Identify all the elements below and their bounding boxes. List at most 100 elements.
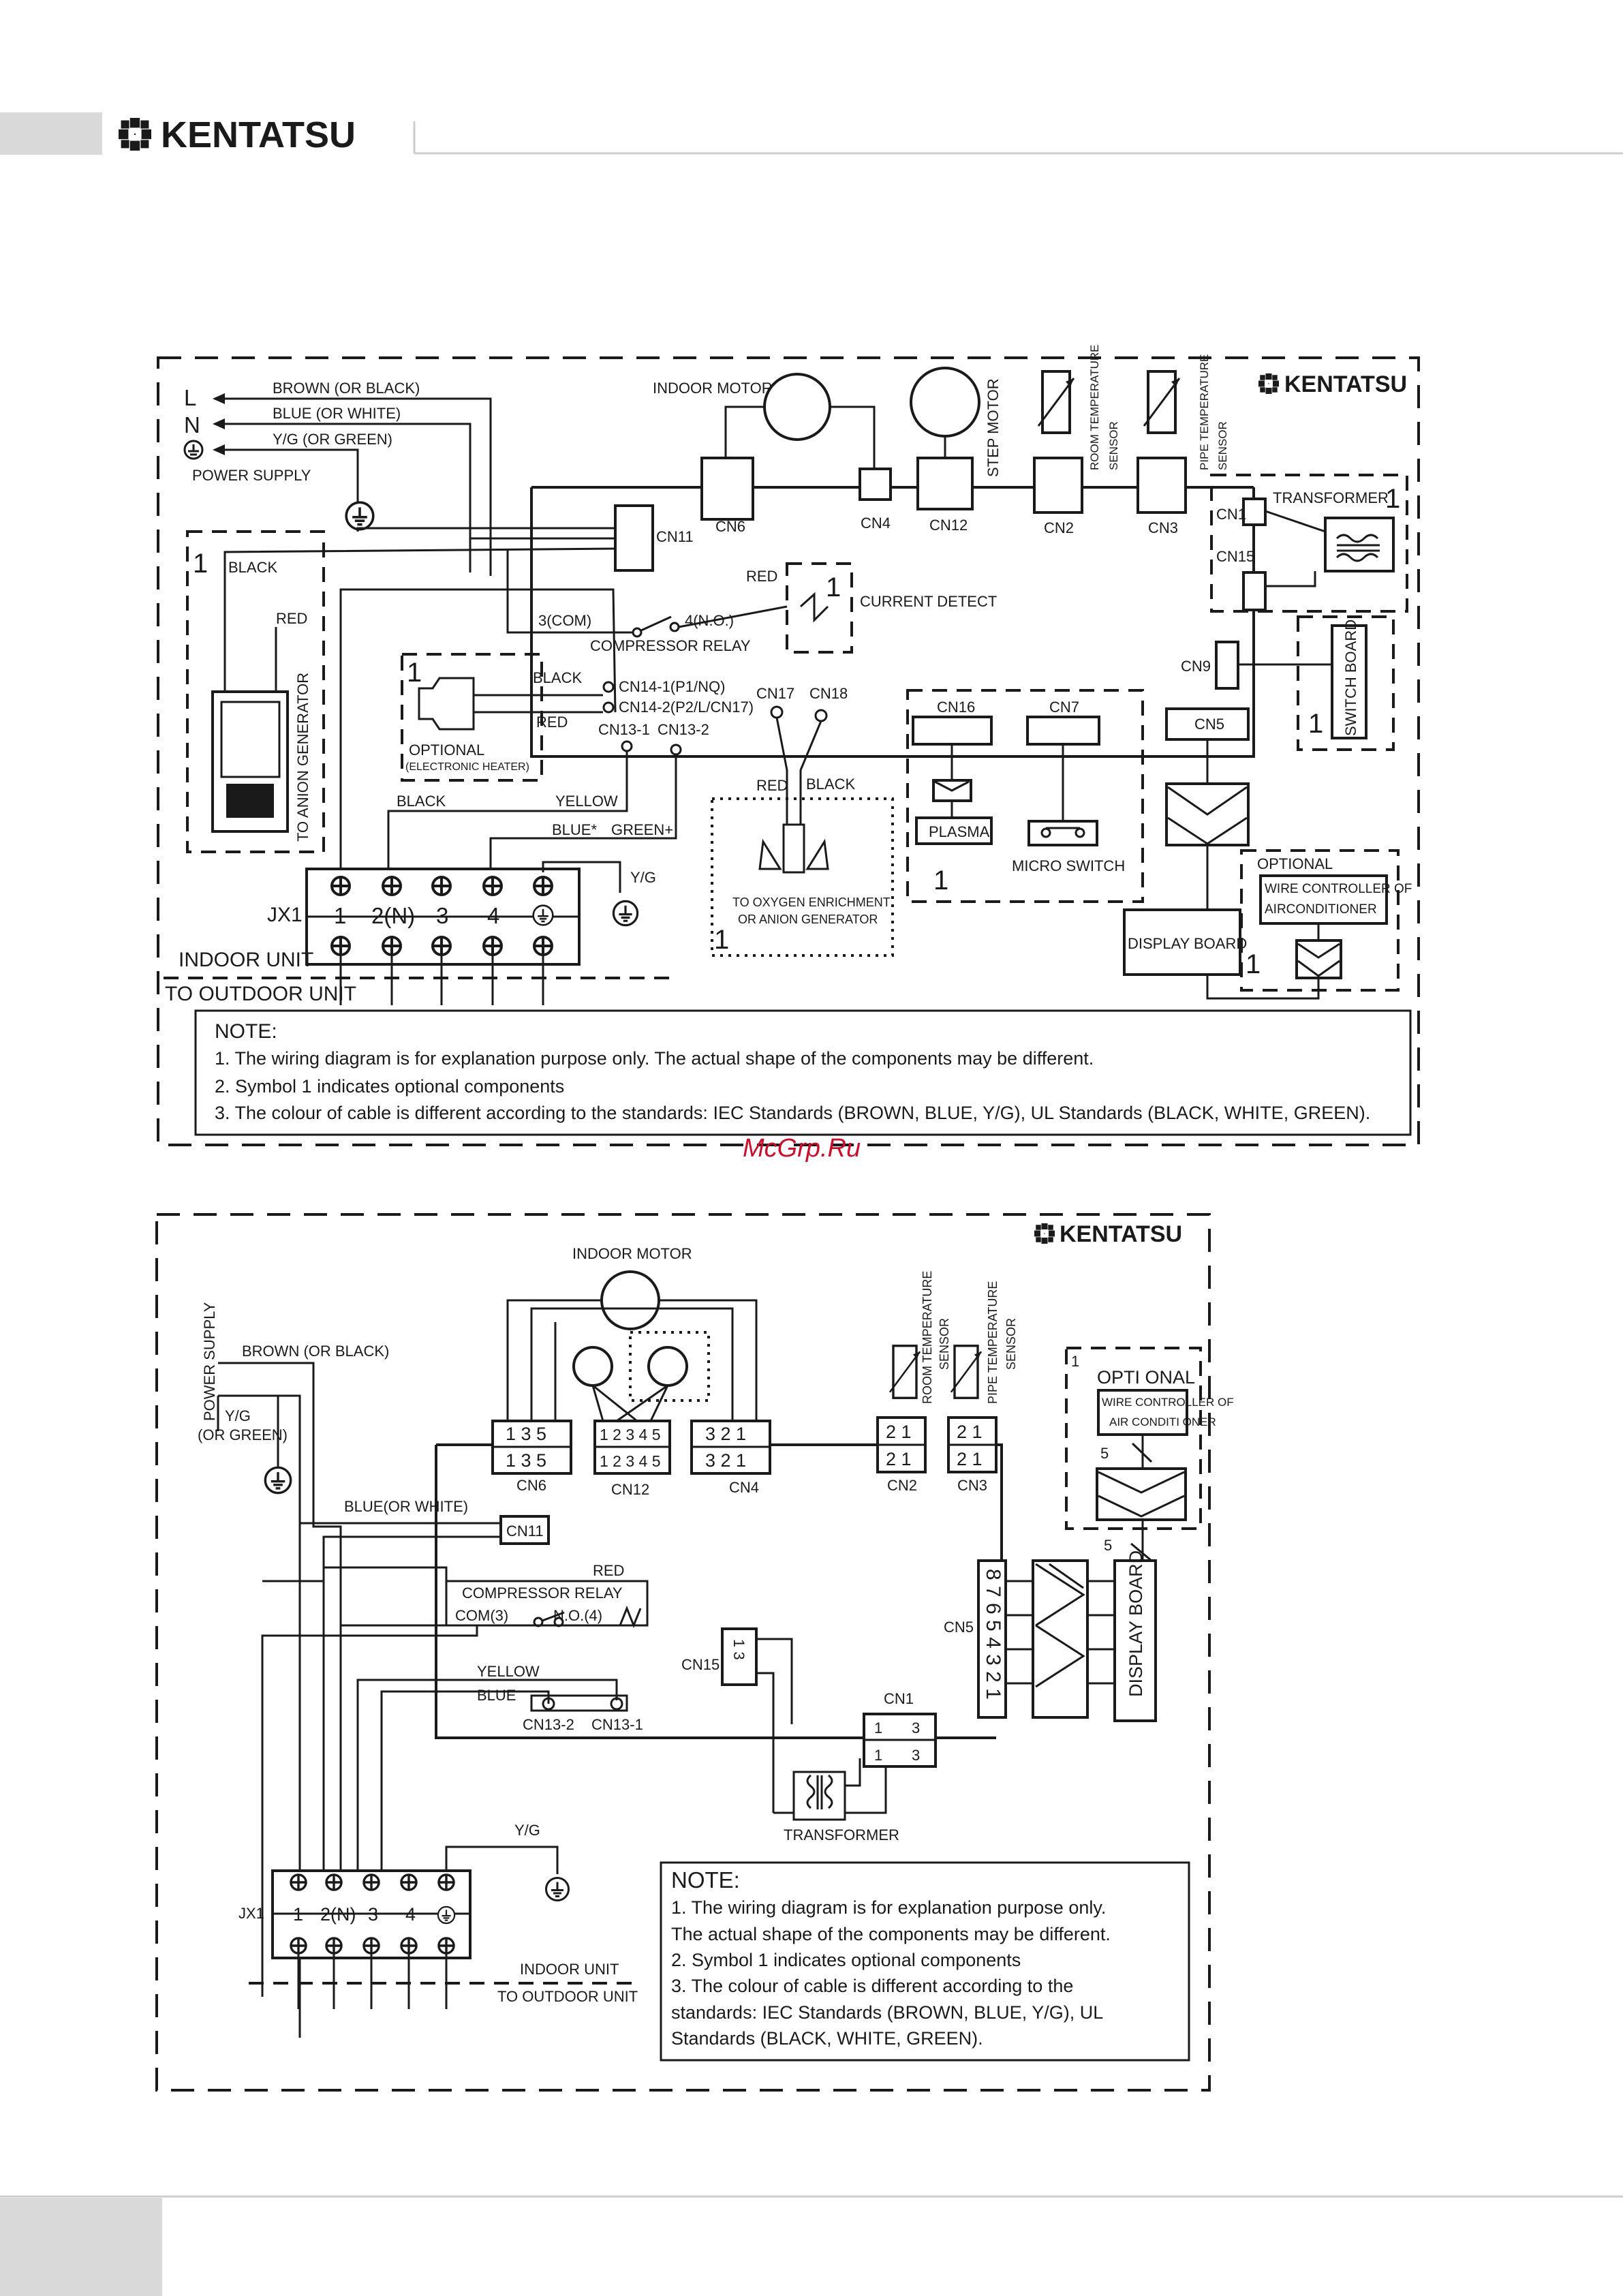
d1-note-2: 2. Symbol 1 indicates optional component… <box>215 1076 564 1097</box>
d1-pipe-sensor-icon <box>1143 370 1181 434</box>
d2-room-sensor-icon <box>888 1345 921 1399</box>
d1-room-sensor-icon <box>1037 370 1075 434</box>
d2-cn1-p3b: 3 <box>912 1747 920 1764</box>
d2-cn15 <box>721 1627 758 1686</box>
d1-black-label-1: BLACK <box>228 559 277 576</box>
d2-pipe-sensor-2: SENSOR <box>1004 1318 1018 1370</box>
d1-cn4 <box>859 468 892 501</box>
brand-logo-icon <box>119 118 151 151</box>
d2-step-motor-icon-b <box>647 1346 688 1387</box>
d1-current-detect-region <box>786 562 853 654</box>
d1-optional-mark-wire: 1 <box>1246 949 1261 979</box>
d1-cn14-1-label: CN14-1(P1/NQ) <box>619 678 725 695</box>
diagram-2-frame <box>155 1213 1211 2092</box>
d2-cn12-pins-b: 1 2 3 4 5 <box>600 1452 661 1470</box>
d1-optional-mark-oxygen: 1 <box>714 925 729 955</box>
d1-micro-switch-label: MICRO SWITCH <box>1012 857 1125 874</box>
d1-micro-switch-icon <box>1027 820 1098 846</box>
d2-cn5-plug-icon <box>1032 1559 1089 1719</box>
d2-cn15-pins: 1 3 <box>730 1639 747 1660</box>
d1-heater-region <box>401 653 543 782</box>
d1-step-motor: STEP MOTOR <box>985 378 1002 477</box>
d2-compressor-relay-box <box>445 1580 649 1627</box>
d1-earth-icon <box>183 440 204 460</box>
d2-cn1-p1a: 1 <box>874 1719 882 1736</box>
d1-label-n: N <box>184 412 200 438</box>
d2-wire-ctrl-label-2: AIR CONDITI ONER <box>1109 1415 1216 1428</box>
d1-pipe-sensor-1: PIPE TEMPERATURE <box>1198 354 1211 470</box>
d1-cn2-label: CN2 <box>1044 519 1074 536</box>
footer-gray-block <box>0 2198 162 2296</box>
d1-cn11-label: CN11 <box>656 528 694 545</box>
d1-red-label-3: RED <box>536 714 568 731</box>
d1-cn11 <box>614 504 654 572</box>
d2-compressor-relay-label: COMPRESSOR RELAY <box>462 1585 623 1602</box>
diagram-1: KENTATSU L N BROWN (OR BLACK) BLUE (OR W… <box>157 345 1420 1146</box>
d1-jx1-label: JX1 <box>267 904 303 926</box>
d2-jx1-t1: 1 <box>293 1904 303 1925</box>
d2-note-2: The actual shape of the components may b… <box>671 1924 1111 1944</box>
d2-cn13-1-label: CN13-1 <box>591 1716 643 1733</box>
d1-jx1-t2: 2(N) <box>371 903 415 928</box>
d2-cn3-label: CN3 <box>957 1477 987 1494</box>
d2-room-sensor-1: ROOM TEMPERATURE <box>921 1271 934 1404</box>
d2-note-3: 2. Symbol 1 indicates optional component… <box>671 1950 1021 1970</box>
d2-transformer-label: TRANSFORMER <box>784 1826 899 1843</box>
d2-to-outdoor-label: TO OUTDOOR UNIT <box>497 1988 638 2005</box>
d2-jx1-t2: 2(N) <box>320 1904 356 1925</box>
d1-jx1-t3: 3 <box>436 903 448 928</box>
d1-pipe-sensor-2: SENSOR <box>1216 421 1229 470</box>
d2-cn12-label: CN12 <box>611 1481 649 1498</box>
d2-note-box <box>660 1861 1190 2062</box>
d1-cn7 <box>1026 716 1100 746</box>
d2-cn3-pins-b: 2 1 <box>957 1449 983 1469</box>
d1-jx1-earth-icon <box>612 900 639 927</box>
d2-cn1-p3a: 3 <box>912 1719 920 1736</box>
d1-blue-star-label: BLUE* <box>552 821 597 838</box>
d2-no-label: N.O.(4) <box>553 1607 602 1624</box>
d2-pipe-sensor-1: PIPE TEMPERATURE <box>986 1281 1000 1404</box>
d2-red-label: RED <box>593 1562 624 1579</box>
d2-yellow-label: YELLOW <box>477 1663 540 1680</box>
d1-yellow-label: YELLOW <box>555 793 618 810</box>
d1-oxygen-generator-icon <box>758 823 829 874</box>
d1-black-label-3: BLACK <box>397 793 446 810</box>
d2-ground-icon <box>264 1466 292 1495</box>
d1-ground-icon <box>345 501 375 531</box>
d2-jx1-earth-icon <box>545 1877 570 1901</box>
d1-switch-board-region <box>1297 615 1395 751</box>
d1-optional-mark-transformer: 1 <box>1385 484 1400 514</box>
d1-step-motor-icon <box>910 367 980 438</box>
d1-electronic-heater-label: (ELECTRONIC HEATER) <box>405 761 529 773</box>
d1-cn17-label: CN17 <box>756 685 794 702</box>
d1-note-3: 3. The colour of cable is different acco… <box>215 1103 1370 1123</box>
d2-cn11-label: CN11 <box>506 1522 544 1540</box>
d2-cn11 <box>499 1515 550 1545</box>
d1-cn16-label: CN16 <box>937 699 975 716</box>
d2-cn1-label: CN1 <box>884 1690 914 1707</box>
d1-com-label: 3(COM) <box>538 612 591 629</box>
d1-brand: KENTATSU <box>1284 371 1407 397</box>
d1-heater-icon <box>418 677 475 731</box>
d1-cn3 <box>1137 457 1187 514</box>
d2-yg-short: Y/G <box>514 1822 540 1839</box>
d2-cn4-pins-b: 3 2 1 <box>705 1450 746 1471</box>
d2-wire-ctrl-plug-icon <box>1096 1467 1187 1521</box>
d1-red-label-4: RED <box>756 777 788 794</box>
d1-room-sensor-1: ROOM TEMPERATURE <box>1088 345 1101 471</box>
d1-optional-mark-anion: 1 <box>193 549 208 579</box>
d2-power-supply-label: POWER SUPPLY <box>201 1302 218 1421</box>
d2-com-label: COM(3) <box>455 1607 508 1624</box>
d1-transformer-region <box>1210 474 1408 613</box>
d1-optional-heater-label: OPTIONAL <box>409 741 484 759</box>
d1-optional-wire-ctrl-label: OPTIONAL <box>1257 855 1333 872</box>
d1-cn6 <box>700 457 754 521</box>
header-brand: KENTATSU <box>161 114 356 155</box>
d1-cn12-label: CN12 <box>929 517 968 534</box>
d2-transformer-icon <box>792 1771 846 1821</box>
d2-indoor-unit-label: INDOOR UNIT <box>520 1961 619 1978</box>
d1-jx1-ground-icon <box>532 904 554 926</box>
d2-room-sensor-2: SENSOR <box>938 1318 951 1370</box>
d1-jx1-t4: 4 <box>487 903 499 928</box>
